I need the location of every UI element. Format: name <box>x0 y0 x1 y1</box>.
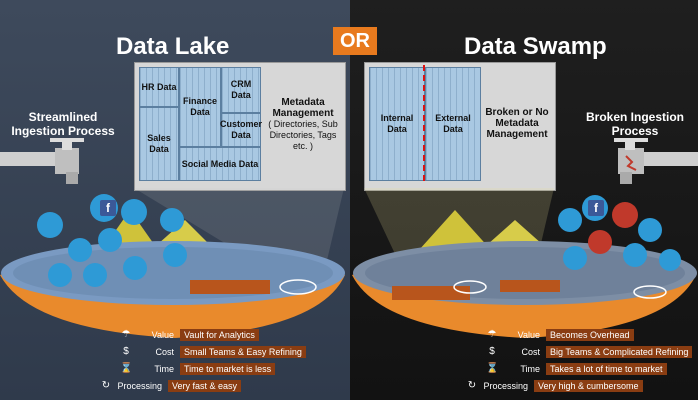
cost-icon: $ <box>123 346 129 357</box>
right-legend-value: ☂ Value Becomes Overhead <box>486 328 634 341</box>
legend-value: Big Teams & Complicated Refining <box>546 345 693 358</box>
data-lake-title: Data Lake <box>116 33 230 60</box>
social-media-data-cell: Social Media Data <box>179 147 261 181</box>
svg-text:f: f <box>106 201 111 215</box>
value-icon: ☂ <box>487 329 497 340</box>
meta-label-1: Metadata <box>281 97 325 108</box>
legend-value: Small Teams & Easy Refining <box>180 345 306 358</box>
svg-text:f: f <box>594 201 599 215</box>
hourglass-icon: ⌛ <box>120 363 133 374</box>
right-legend-time: ⌛ Time Takes a lot of time to market <box>486 362 667 375</box>
right-swamp-bowl: f <box>352 195 697 338</box>
data-lake-panel: Data Lake Streamlined Ingestion Process … <box>0 0 350 400</box>
sales-data-cell: Sales Data <box>139 107 179 181</box>
data-swamp-panel: Data Swamp Broken Ingestion Process Inte… <box>350 0 698 400</box>
crm-data-cell: CRM Data <box>221 67 261 113</box>
left-legend-value: ☂ Value Vault for Analytics <box>120 328 259 341</box>
faucet-icon <box>0 138 84 184</box>
refresh-icon: ↻ <box>467 380 477 391</box>
meta-detail: ( Directories, Sub Directories, Tags etc… <box>268 119 338 151</box>
streamlined-ingestion-label: Streamlined Ingestion Process <box>8 110 118 138</box>
left-lake-bowl: f <box>0 194 345 338</box>
external-data-cell: External Data <box>425 67 481 181</box>
legend-value: Very high & cumbersome <box>534 379 643 392</box>
customer-data-cell: Customer Data <box>220 113 262 147</box>
internal-data-cell: Internal Data <box>369 67 425 181</box>
data-swamp-title: Data Swamp <box>464 33 607 60</box>
legend-key: Cost <box>155 346 174 357</box>
legend-value: Becomes Overhead <box>546 328 634 341</box>
value-icon: ☂ <box>121 329 131 340</box>
legend-value: Very fast & easy <box>168 379 242 392</box>
broken-metadata-box: Internal Data External Data Broken or No… <box>364 62 556 191</box>
legend-key: Time <box>154 363 174 374</box>
cost-icon: $ <box>489 346 495 357</box>
legend-key: Processing <box>483 380 528 391</box>
broken-metadata-label: Broken or No Metadata Management <box>485 107 549 140</box>
legend-value: Vault for Analytics <box>180 328 259 341</box>
subtitle-line-2: Process <box>611 124 659 138</box>
metadata-box: HR Data Sales Data Finance Data CRM Data… <box>134 62 346 191</box>
right-legend-processing: ↻ Processing Very high & cumbersome <box>466 379 643 392</box>
meta-label-2: Management <box>272 108 334 119</box>
legend-key: Value <box>517 329 540 340</box>
left-legend-cost: $ Cost Small Teams & Easy Refining <box>120 345 306 358</box>
legend-value: Takes a lot of time to market <box>546 362 667 375</box>
legend-key: Time <box>520 363 540 374</box>
left-legend-processing: ↻ Processing Very fast & easy <box>100 379 242 392</box>
or-badge: OR <box>333 27 377 55</box>
legend-key: Processing <box>117 380 162 391</box>
legend-key: Cost <box>521 346 540 357</box>
left-legend-time: ⌛ Time Time to market is less <box>120 362 276 375</box>
hourglass-icon: ⌛ <box>486 363 499 374</box>
subtitle-line-1: Streamlined <box>28 110 98 124</box>
broken-faucet-icon <box>614 138 698 184</box>
broken-divider <box>423 65 425 181</box>
legend-value: Time to market is less <box>180 362 276 375</box>
legend-key: Value <box>151 329 174 340</box>
subtitle-line-1: Broken Ingestion <box>585 110 684 124</box>
broken-ingestion-label: Broken Ingestion Process <box>576 110 694 138</box>
hr-data-cell: HR Data <box>139 67 179 107</box>
refresh-icon: ↻ <box>101 380 111 391</box>
right-legend-cost: $ Cost Big Teams & Complicated Refining <box>486 345 693 358</box>
finance-data-cell: Finance Data <box>179 67 221 147</box>
subtitle-line-2: Ingestion Process <box>11 124 115 138</box>
metadata-management-label: Metadata Management ( Directories, Sub D… <box>263 97 343 152</box>
